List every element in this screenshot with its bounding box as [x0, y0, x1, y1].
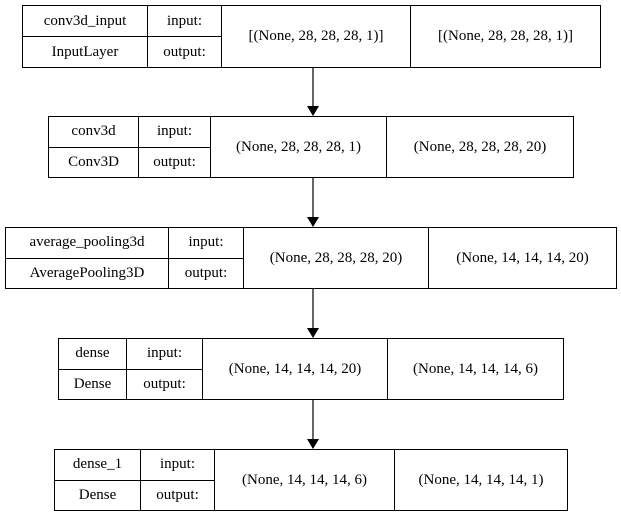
- output-shape: (None, 14, 14, 14, 6): [413, 360, 538, 377]
- input-shape: (None, 14, 14, 14, 20): [203, 339, 388, 399]
- layer-name: average_pooling3d: [6, 228, 168, 259]
- io-label-column: input: output:: [139, 117, 211, 177]
- input-shape: (None, 28, 28, 28, 1): [211, 117, 387, 177]
- layer-node-conv3d: conv3d Conv3D input: output: (None, 28, …: [48, 116, 574, 178]
- layer-type: Dense: [73, 375, 112, 392]
- io-label-column: input: output:: [148, 6, 222, 67]
- io-label-column: input: output:: [127, 339, 203, 399]
- input-label: input:: [169, 228, 243, 259]
- input-label: input:: [139, 117, 210, 148]
- layer-name-column: average_pooling3d AveragePooling3D: [6, 228, 169, 288]
- output-label: output:: [143, 375, 186, 392]
- io-label-column: input: output:: [141, 450, 215, 510]
- layer-name: conv3d_input: [23, 6, 147, 37]
- layer-type: InputLayer: [51, 43, 119, 60]
- input-label: input:: [148, 6, 221, 37]
- output-shape: (None, 28, 28, 28, 20): [413, 138, 547, 155]
- output-shape: (None, 14, 14, 14, 20): [456, 249, 589, 266]
- input-label: input:: [141, 450, 214, 481]
- layer-node-average-pooling3d: average_pooling3d AveragePooling3D input…: [5, 227, 617, 289]
- input-shape: [(None, 28, 28, 28, 1)]: [222, 6, 411, 67]
- output-shape: [(None, 28, 28, 28, 1)]: [438, 28, 573, 44]
- layer-name: dense: [59, 339, 126, 370]
- input-label: input:: [127, 339, 202, 370]
- output-label: output:: [153, 153, 196, 170]
- layer-node-dense: dense Dense input: output: (None, 14, 14…: [58, 338, 564, 400]
- layer-name-column: conv3d_input InputLayer: [23, 6, 148, 67]
- output-label: output:: [163, 43, 206, 60]
- output-shape: (None, 14, 14, 14, 1): [418, 471, 544, 488]
- layer-type: Dense: [78, 486, 117, 503]
- layer-node-dense-1: dense_1 Dense input: output: (None, 14, …: [54, 449, 568, 511]
- input-shape: (None, 14, 14, 14, 6): [215, 450, 395, 510]
- layer-name-column: dense Dense: [59, 339, 127, 399]
- layer-node-conv3d-input: conv3d_input InputLayer input: output: […: [22, 5, 601, 68]
- layer-name-column: dense_1 Dense: [55, 450, 141, 510]
- layer-name: dense_1: [55, 450, 140, 481]
- layer-name-column: conv3d Conv3D: [49, 117, 139, 177]
- io-label-column: input: output:: [169, 228, 244, 288]
- layer-name: conv3d: [49, 117, 138, 148]
- input-shape: (None, 28, 28, 28, 20): [244, 228, 429, 288]
- layer-type: Conv3D: [68, 153, 119, 170]
- output-label: output:: [184, 264, 228, 281]
- layer-type: AveragePooling3D: [29, 264, 145, 281]
- output-label: output:: [156, 486, 199, 503]
